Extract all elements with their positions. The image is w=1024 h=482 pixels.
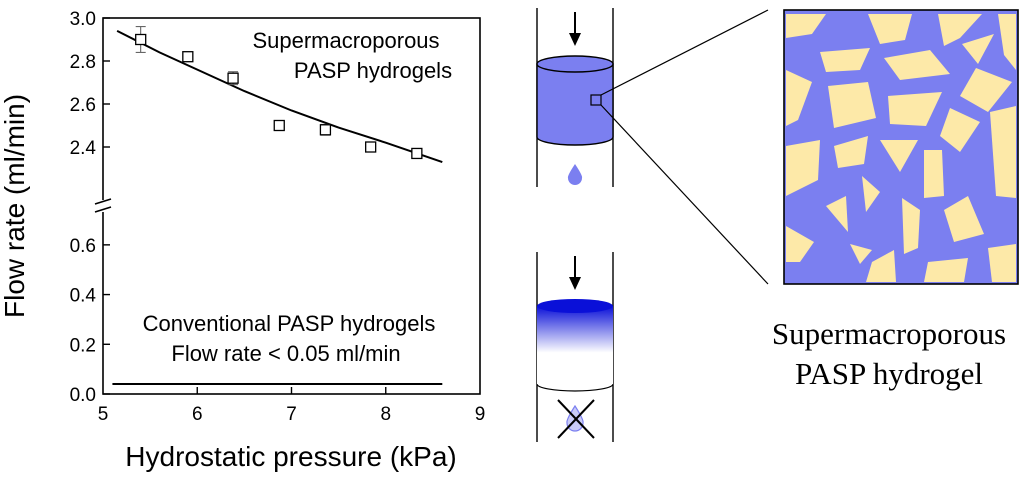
structure-caption-line-1: Supermacroporous <box>772 316 1006 351</box>
cross-icon <box>557 399 595 439</box>
zoom-line-top <box>600 9 769 96</box>
x-tick-label: 6 <box>192 404 203 425</box>
y-axis-label: Flow rate (ml/min) <box>0 94 30 318</box>
data-point <box>135 26 147 53</box>
data-point <box>182 51 194 63</box>
square-marker <box>365 141 377 153</box>
square-marker <box>319 124 332 136</box>
zoom-line-bottom <box>600 104 769 285</box>
gel-cylinder <box>536 299 614 392</box>
lower-annotation-line-1: Conventional PASP hydrogels <box>143 311 436 336</box>
data-point <box>319 123 332 136</box>
upper-annotation-line-2: PASP hydrogels <box>294 58 452 83</box>
x-tick-label: 5 <box>98 404 109 425</box>
x-tick-group: 5 6 7 8 9 <box>98 387 486 425</box>
data-point <box>227 71 239 86</box>
x-axis-label: Hydrostatic pressure (kPa) <box>125 441 456 472</box>
y-tick-label: 0.4 <box>70 286 97 307</box>
down-arrow-icon <box>569 12 581 46</box>
lower-annotation-line-2: Flow rate < 0.05 ml/min <box>171 341 400 366</box>
column-diagram-conventional <box>536 252 614 442</box>
square-marker <box>135 33 147 46</box>
data-point <box>411 147 423 160</box>
y-tick-label: 0.0 <box>70 385 96 406</box>
structure-caption-line-2: PASP hydrogel <box>795 356 983 391</box>
square-marker <box>411 147 423 160</box>
x-tick-label: 7 <box>286 404 297 425</box>
y-tick-label: 2.6 <box>70 95 96 116</box>
square-marker <box>227 72 239 84</box>
square-marker <box>182 51 194 63</box>
y-tick-label: 2.4 <box>70 138 97 159</box>
x-tick-label: 8 <box>380 404 391 425</box>
points-layer <box>135 26 423 160</box>
y-tick-label: 0.6 <box>70 236 96 257</box>
pore-regions <box>786 14 1016 282</box>
y-tick-group: 2.4 2.6 2.8 3.0 0.0 0.2 0.4 0.6 <box>70 9 110 406</box>
x-tick-label: 9 <box>475 404 486 425</box>
column-diagram-supermacroporous <box>536 8 614 187</box>
fit-layer <box>116 30 443 164</box>
y-tick-label: 0.2 <box>70 335 96 356</box>
data-point <box>273 119 285 132</box>
y-tick-label: 3.0 <box>70 9 96 30</box>
data-point <box>365 141 377 153</box>
porous-structure-zoom <box>783 9 1019 285</box>
upper-annotation-line-1: Supermacroporous <box>252 28 439 53</box>
square-marker <box>273 119 285 132</box>
axis-break-mark <box>94 198 113 213</box>
y-tick-label: 2.8 <box>70 52 96 73</box>
down-arrow-icon <box>569 256 581 290</box>
fit-curve <box>116 30 443 164</box>
gel-cylinder <box>536 55 614 146</box>
zoom-square <box>590 94 602 106</box>
chart: 5 6 7 8 9 2.4 2.6 2.8 3.0 0.0 0.2 0.4 0.6 Hydrostat… <box>0 9 485 472</box>
water-drop-icon <box>567 164 583 185</box>
